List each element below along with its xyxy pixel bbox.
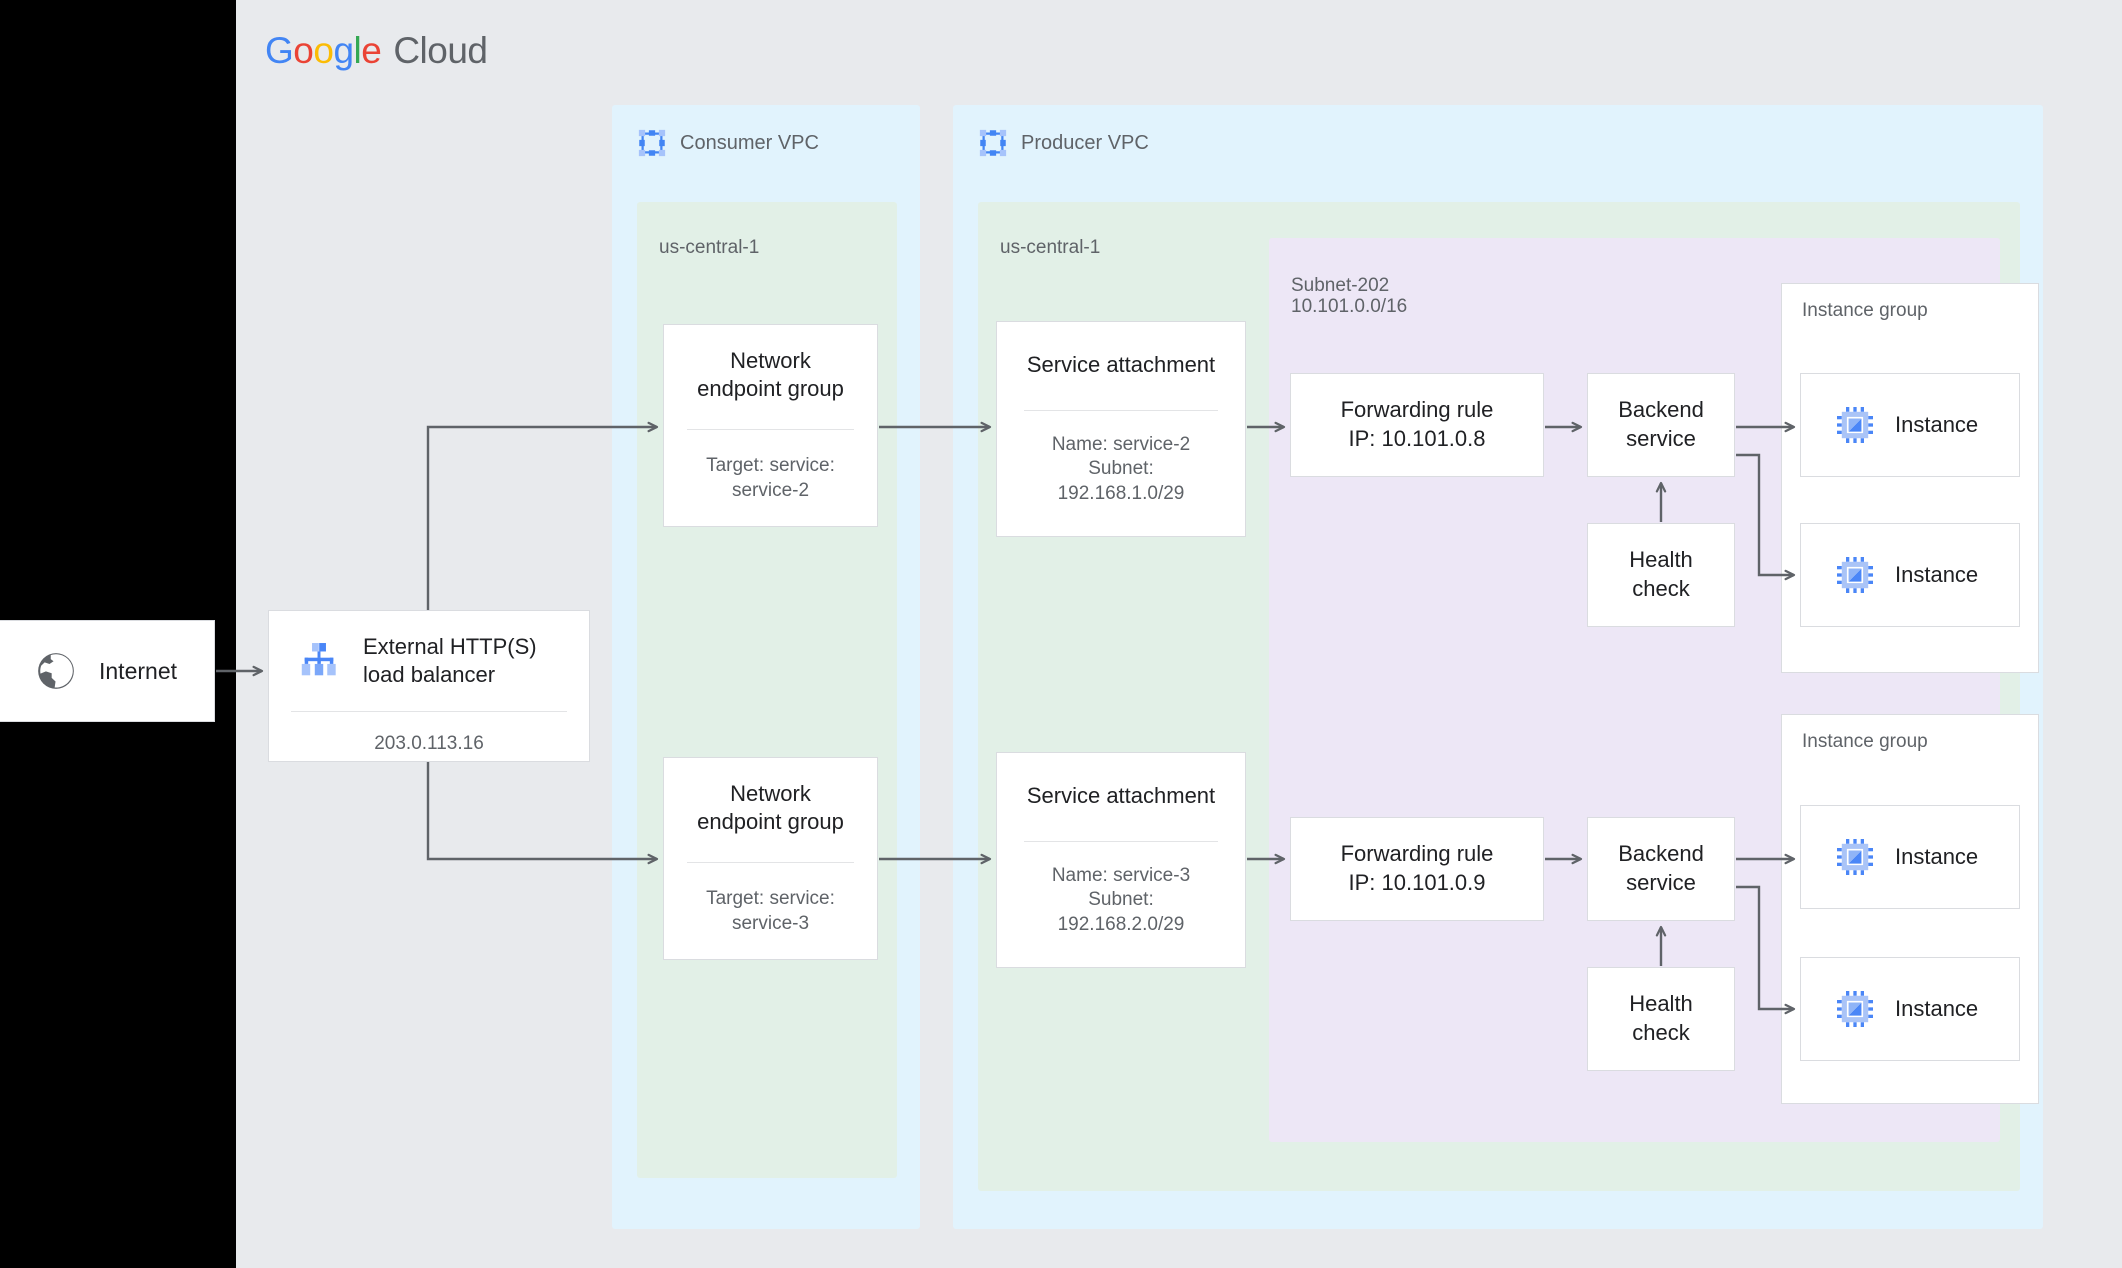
network-endpoint-group-1[interactable]: Network endpoint group Target: service: … (663, 324, 878, 527)
instance-group-1-label: Instance group (1802, 300, 1928, 321)
service-attachment-2[interactable]: Service attachment Name: service-3 Subne… (996, 752, 1246, 968)
consumer-vpc-header: Consumer VPC (637, 128, 819, 158)
health-check-2[interactable]: Health check (1587, 967, 1735, 1071)
service-attachment-2-title: Service attachment (1026, 783, 1216, 809)
load-balancer-title: External HTTP(S) load balancer (363, 634, 537, 688)
forwarding-rule-2-title: Forwarding rule IP: 10.101.0.9 (1340, 841, 1494, 895)
consumer-vpc-label: Consumer VPC (680, 131, 819, 154)
service-attachment-2-subtitle: Name: service-3 Subnet: 192.168.2.0/29 (1051, 864, 1191, 935)
instance-icon (1837, 407, 1873, 443)
backend-service-2[interactable]: Backend service (1587, 817, 1735, 921)
instance-2-1-label: Instance (1895, 844, 1979, 869)
google-cloud-logo: Google Cloud (265, 30, 488, 72)
forwarding-rule-1-title: Forwarding rule IP: 10.101.0.8 (1340, 397, 1494, 451)
service-attachment-1[interactable]: Service attachment Name: service-2 Subne… (996, 321, 1246, 537)
neg-1-subtitle: Target: service: service-2 (706, 455, 835, 502)
logo-letter-e: e (361, 30, 382, 71)
instance-2-1[interactable]: Instance (1800, 805, 2020, 909)
backend-service-1[interactable]: Backend service (1587, 373, 1735, 477)
vpc-icon (979, 129, 1007, 157)
producer-region-label: us-central-1 (1000, 237, 1101, 258)
logo-letter-o2: o (313, 30, 334, 71)
instance-1-2[interactable]: Instance (1800, 523, 2020, 627)
forwarding-rule-1[interactable]: Forwarding rule IP: 10.101.0.8 (1290, 373, 1544, 477)
service-attachment-1-divider (1024, 409, 1218, 411)
producer-vpc-header: Producer VPC (978, 128, 1149, 158)
health-check-2-title: Health check (1629, 991, 1693, 1045)
logo-letter-g2: g (333, 30, 354, 71)
logo-letter-o1: o (293, 30, 314, 71)
backend-service-1-title: Backend service (1618, 397, 1704, 451)
forwarding-rule-2[interactable]: Forwarding rule IP: 10.101.0.9 (1290, 817, 1544, 921)
load-balancer-ip: 203.0.113.16 (374, 733, 484, 755)
network-endpoint-group-2[interactable]: Network endpoint group Target: service: … (663, 757, 878, 960)
instance-icon (1837, 839, 1873, 875)
vpc-icon (638, 129, 666, 157)
instance-group-2-label: Instance group (1802, 731, 1928, 752)
neg-1-title: Network endpoint group (697, 348, 844, 402)
service-attachment-1-title: Service attachment (1026, 352, 1216, 378)
consumer-region-label: us-central-1 (659, 237, 760, 258)
subnet-cidr-label: 10.101.0.0/16 (1291, 296, 1408, 317)
health-check-1[interactable]: Health check (1587, 523, 1735, 627)
neg-2-divider (687, 862, 854, 864)
logo-letter-g: G (265, 30, 294, 71)
neg-1-divider (687, 429, 854, 431)
service-attachment-1-subtitle: Name: service-2 Subnet: 192.168.1.0/29 (1051, 433, 1191, 504)
neg-2-title: Network endpoint group (697, 781, 844, 835)
instance-icon (1837, 557, 1873, 593)
load-balancer-icon (301, 643, 336, 676)
globe-icon (38, 653, 74, 689)
subnet-name-label: Subnet-202 (1291, 275, 1390, 296)
logo-letter-l: l (353, 30, 362, 71)
instance-1-1-label: Instance (1895, 412, 1979, 437)
neg-2-subtitle: Target: service: service-3 (706, 888, 835, 935)
load-balancer-divider (291, 711, 567, 713)
logo-word-cloud: Cloud (393, 30, 488, 71)
backend-service-2-title: Backend service (1618, 841, 1704, 895)
service-attachment-2-divider (1024, 840, 1218, 842)
instance-1-2-label: Instance (1895, 562, 1979, 587)
instance-icon (1837, 991, 1873, 1027)
internet-label: Internet (99, 657, 177, 684)
health-check-1-title: Health check (1629, 547, 1693, 601)
instance-2-2-label: Instance (1895, 996, 1979, 1021)
producer-vpc-label: Producer VPC (1021, 131, 1149, 154)
load-balancer-card[interactable]: External HTTP(S) load balancer 203.0.113… (268, 610, 590, 762)
instance-2-2[interactable]: Instance (1800, 957, 2020, 1061)
instance-1-1[interactable]: Instance (1800, 373, 2020, 477)
internet-box[interactable]: Internet (0, 620, 215, 722)
